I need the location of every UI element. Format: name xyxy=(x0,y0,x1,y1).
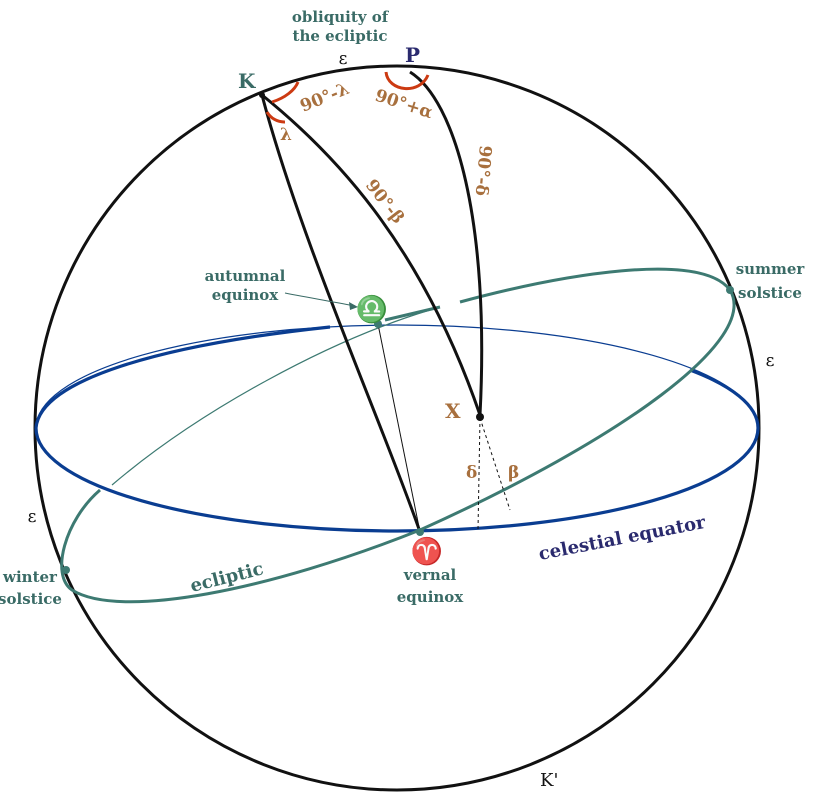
ecliptic-front xyxy=(60,289,736,604)
lambda-angle-arc xyxy=(265,111,286,124)
beta-label: β xyxy=(508,463,519,483)
arc-K-X xyxy=(261,93,482,416)
celestial-sphere-outline xyxy=(33,64,761,792)
point-summer-solstice xyxy=(726,286,734,294)
equinox-line xyxy=(377,323,421,533)
point-P-label: P xyxy=(405,43,420,67)
point-K-label: K xyxy=(238,69,256,93)
epsilon-top-label: ε xyxy=(339,49,348,69)
vernal-equinox-label-line1: vernal xyxy=(403,566,457,584)
point-X-label: X xyxy=(445,399,461,423)
lambda-label: λ xyxy=(280,125,292,145)
point-vernal-equinox xyxy=(416,528,424,536)
celestial-equator-front xyxy=(34,427,760,533)
obliquity-label-line2: the ecliptic xyxy=(293,27,388,45)
winter-solstice-label-line2: solstice xyxy=(0,590,62,608)
summer-solstice-label-line1: summer xyxy=(736,260,806,278)
point-K-prime-label: K' xyxy=(540,770,558,791)
ninety-plus-alpha-arc xyxy=(384,71,430,91)
vernal-equinox-label-line2: equinox xyxy=(397,588,465,606)
autumnal-pointer-arrowhead xyxy=(349,302,358,310)
celestial-equator-back xyxy=(35,324,759,429)
point-X xyxy=(476,413,484,421)
ninety-minus-delta-label: 90°-δ xyxy=(471,145,495,197)
autumnal-equinox-label-line1: autumnal xyxy=(205,267,286,285)
obliquity-label-line1: obliquity of xyxy=(292,8,390,26)
ninety-plus-alpha-label: 90°+α xyxy=(372,86,435,123)
ninety-minus-lambda-arc xyxy=(271,81,300,104)
summer-solstice-label-line2: solstice xyxy=(738,284,802,302)
ninety-minus-lambda-label: 90°-λ xyxy=(297,79,352,117)
celestial-equator-back-right xyxy=(689,368,760,429)
delta-dotted-line xyxy=(477,417,481,531)
point-autumnal-equinox xyxy=(374,320,382,328)
aries-symbol: ♈ xyxy=(411,536,443,567)
ecliptic-back-thick xyxy=(384,267,732,322)
point-winter-solstice xyxy=(62,566,70,574)
autumnal-equinox-label-line2: equinox xyxy=(212,286,280,304)
winter-solstice-label-line1: winter xyxy=(2,568,58,586)
libra-symbol: ♎ xyxy=(356,294,388,325)
beta-dotted-line xyxy=(479,417,511,511)
arc-P-X xyxy=(409,70,484,416)
autumnal-pointer-arrow xyxy=(284,292,356,307)
epsilon-left-label: ε xyxy=(28,507,37,527)
celestial-equator-back-left xyxy=(34,325,331,429)
arc-K-vernal xyxy=(260,94,422,533)
point-K xyxy=(259,92,265,98)
epsilon-right-label: ε xyxy=(766,351,775,371)
delta-label: δ xyxy=(466,463,477,483)
ecliptic-back-thin xyxy=(111,309,431,486)
